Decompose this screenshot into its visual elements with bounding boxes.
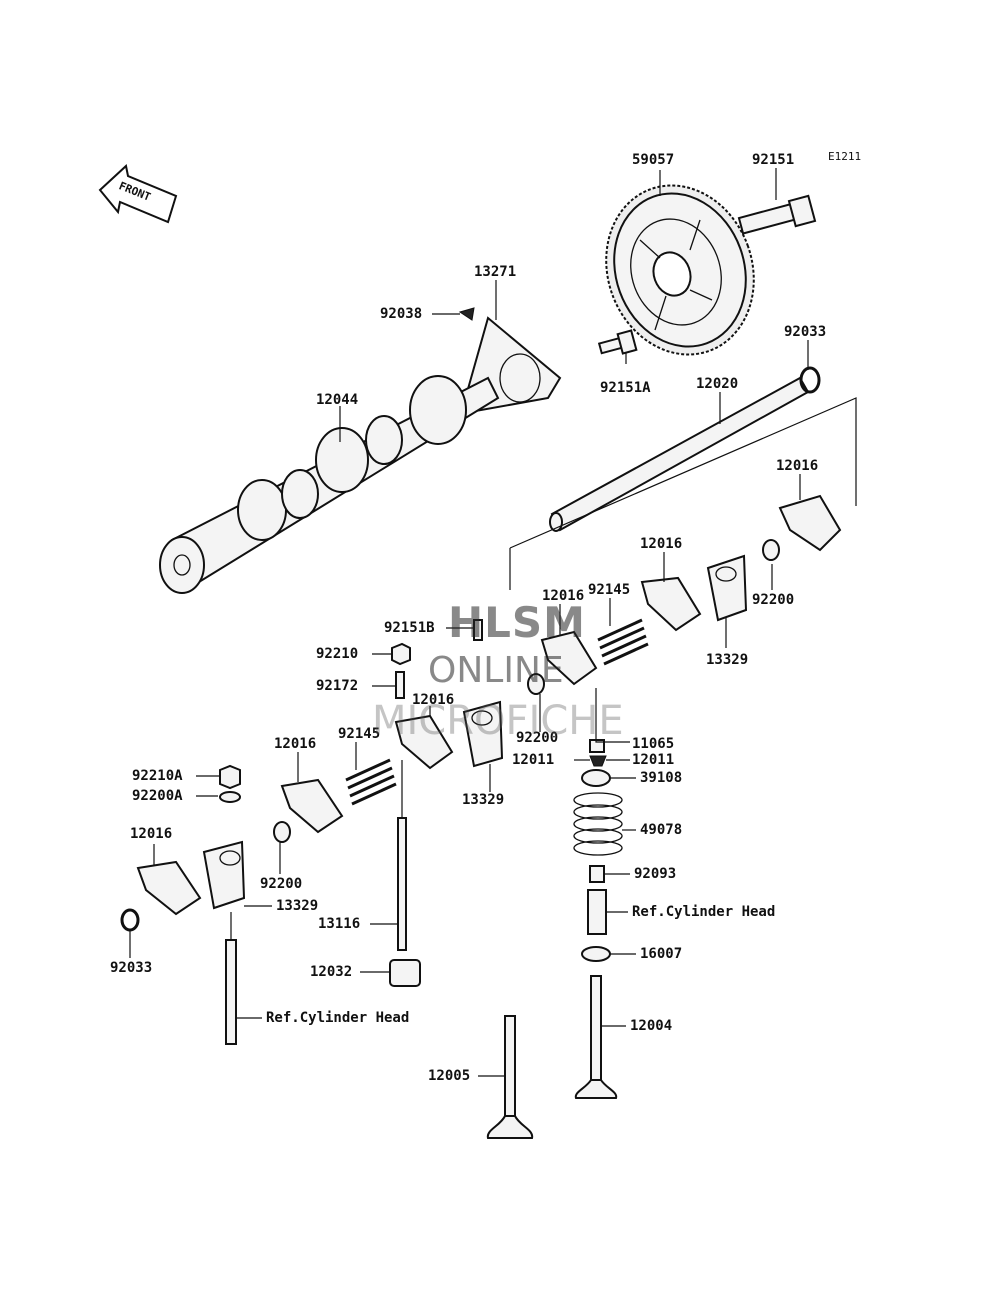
label-92151B: 92151B xyxy=(384,620,435,636)
rocker-arm-r2 xyxy=(640,576,702,632)
label-ref-cylinder-head-right: Ref.Cylinder Head xyxy=(632,904,776,920)
rocker-bracket-l xyxy=(202,840,246,910)
label-12004: 12004 xyxy=(630,1018,673,1034)
washer-92200A xyxy=(219,791,241,803)
washer-m xyxy=(527,673,545,695)
label-92033-top: 92033 xyxy=(784,324,827,340)
label-12011-a: 12011 xyxy=(512,752,555,768)
rocker-bracket-r xyxy=(706,554,748,622)
gear-bolt xyxy=(737,194,817,235)
tappet xyxy=(389,959,421,987)
label-12005: 12005 xyxy=(428,1068,471,1084)
adjust-screw xyxy=(473,619,483,641)
collet-12011 xyxy=(589,755,607,767)
label-92038: 92038 xyxy=(380,306,423,322)
plate-bolt xyxy=(597,329,638,355)
diagram-code: E1211 xyxy=(828,150,862,163)
retainer-39108 xyxy=(581,769,611,787)
label-92200-l: 92200 xyxy=(260,876,303,892)
label-12011-b: 12011 xyxy=(632,752,675,768)
label-12016-l2: 12016 xyxy=(130,826,173,842)
label-13116: 13116 xyxy=(318,916,361,932)
label-59057: 59057 xyxy=(632,152,675,168)
circlip-top xyxy=(799,366,821,394)
washer-16007 xyxy=(581,946,611,962)
label-92151: 92151 xyxy=(752,152,795,168)
label-13329-r: 13329 xyxy=(706,652,749,668)
label-49078: 49078 xyxy=(640,822,683,838)
rocker-arm-l1 xyxy=(280,778,344,834)
label-13271: 13271 xyxy=(474,264,517,280)
woodruff-key xyxy=(458,307,475,321)
intake-valve-12005 xyxy=(486,1015,534,1139)
rocker-arm-m1 xyxy=(540,630,598,686)
label-92145-r: 92145 xyxy=(588,582,631,598)
rocker-bracket-m xyxy=(462,700,504,768)
nut-92210 xyxy=(391,642,411,666)
nut-92210A xyxy=(219,764,241,790)
rocker-arm-l2 xyxy=(136,860,202,916)
label-92210: 92210 xyxy=(316,646,359,662)
label-13329-l: 13329 xyxy=(276,898,319,914)
stud-92172 xyxy=(395,671,405,699)
label-12044: 12044 xyxy=(316,392,359,408)
rocker-arm-m2 xyxy=(394,714,454,770)
spring-r xyxy=(597,618,649,666)
rocker-shaft xyxy=(549,376,810,532)
stud-bolt xyxy=(225,939,237,1045)
seal-92093 xyxy=(589,865,605,883)
watermark-line3: MICROFICHE xyxy=(372,698,624,744)
cam-gear xyxy=(605,184,755,356)
exhaust-valve-12004 xyxy=(574,975,618,1099)
watermark-line1: HLSM xyxy=(448,598,586,647)
label-92200-r: 92200 xyxy=(752,592,795,608)
label-12032: 12032 xyxy=(310,964,353,980)
push-rod xyxy=(397,817,407,951)
label-12016-m1: 12016 xyxy=(542,588,585,604)
label-92200A: 92200A xyxy=(132,788,183,804)
label-92200-m: 92200 xyxy=(516,730,559,746)
leader-lines xyxy=(129,168,809,1077)
front-arrow-icon xyxy=(98,164,178,224)
label-12020: 12020 xyxy=(696,376,739,392)
camshaft xyxy=(159,375,500,594)
washer-l xyxy=(273,821,291,843)
rocker-arm-r1 xyxy=(778,494,842,552)
label-12016-r1: 12016 xyxy=(776,458,819,474)
watermark-line2: ONLINE xyxy=(428,650,564,691)
label-12016-r2: 12016 xyxy=(640,536,683,552)
cap-11065 xyxy=(589,739,605,753)
label-11065: 11065 xyxy=(632,736,675,752)
label-12016-m2: 12016 xyxy=(412,692,455,708)
label-ref-cylinder-head-left: Ref.Cylinder Head xyxy=(266,1010,410,1026)
label-16007: 16007 xyxy=(640,946,683,962)
label-92093: 92093 xyxy=(634,866,677,882)
washer-r xyxy=(762,539,780,561)
label-13329-m: 13329 xyxy=(462,792,505,808)
circlip-l xyxy=(120,908,140,932)
label-12016-l1: 12016 xyxy=(274,736,317,752)
valve-spring-49078 xyxy=(573,792,623,856)
valve-guide xyxy=(587,889,607,935)
label-39108: 39108 xyxy=(640,770,683,786)
label-92033-left: 92033 xyxy=(110,960,153,976)
label-92145-m: 92145 xyxy=(338,726,381,742)
label-92172: 92172 xyxy=(316,678,359,694)
spring-m xyxy=(345,758,397,806)
label-92210A: 92210A xyxy=(132,768,183,784)
label-92151A: 92151A xyxy=(600,380,651,396)
